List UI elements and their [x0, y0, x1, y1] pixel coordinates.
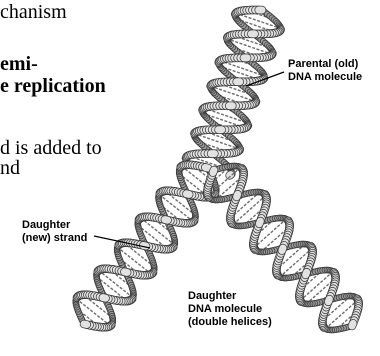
- daughter-left-backbone: [143, 245, 146, 246]
- parental-label-line1: Parental (old): [288, 58, 362, 71]
- parental-label: Parental (old) DNA molecule: [288, 58, 362, 84]
- daughter-right-backbone: [352, 323, 353, 326]
- daughter-left-backbone: [84, 324, 87, 325]
- daughter-strand-label-line1: Daughter: [22, 219, 87, 232]
- parental-dna-helix: [186, 10, 281, 175]
- daughter-molecule-label-line1: Daughter: [188, 290, 272, 303]
- daughter-left-backbone: [103, 298, 106, 299]
- parental-label-line2: DNA molecule: [288, 71, 362, 84]
- daughter-left-backbone: [124, 272, 127, 273]
- parental-backbone: [230, 175, 231, 176]
- daughter-molecule-label: Daughter DNA molecule (double helices): [188, 290, 272, 329]
- daughter-left-backbone: [165, 220, 168, 221]
- daughter-right-backbone: [259, 221, 260, 224]
- daughter-right-backbone: [328, 299, 329, 302]
- daughter-right-backbone: [237, 194, 238, 197]
- daughter-right-backbone: [306, 272, 307, 275]
- daughter-left-backbone: [205, 167, 208, 168]
- daughter-right-backbone: [213, 170, 214, 173]
- daughter-strand-label: Daughter (new) strand: [22, 219, 87, 245]
- daughter-left-backbone: [186, 194, 189, 195]
- daughter-strand-label-line2: (new) strand: [22, 232, 87, 245]
- daughter-molecule-label-line2: DNA molecule: [188, 303, 272, 316]
- daughter-right-backbone: [282, 248, 283, 251]
- daughter-molecule-label-line3: (double helices): [188, 316, 272, 329]
